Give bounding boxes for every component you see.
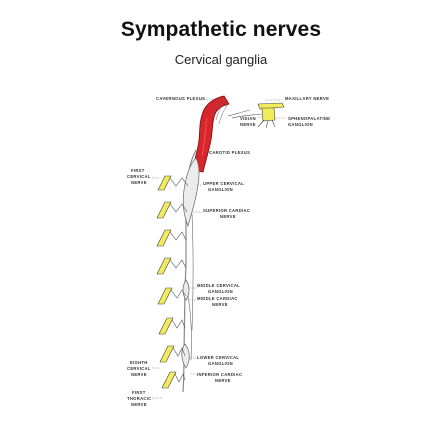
spinal-nerves: [156, 175, 177, 389]
sphenopalatine-ganglion: [261, 107, 276, 122]
label-cavernous-plexus: CAVERNOUS PLEXUS: [156, 96, 205, 101]
label-first-cervical-3: NERVE: [131, 180, 147, 185]
maxillary-nerve: [257, 102, 285, 110]
leader-lines: [152, 98, 286, 399]
cavernous-plexus-fibres: [211, 97, 230, 125]
label-first-thoracic-1: FIRST: [132, 390, 146, 395]
label-inferior-cardiac-1: INFERIOR CARDIAC: [197, 372, 242, 377]
cardiac-nerves: [187, 213, 194, 361]
cervical-nerve-2: [156, 201, 172, 219]
label-sphenopalatine-2: GANGLION: [288, 122, 313, 127]
middle-cervical-ganglion: [182, 279, 190, 301]
label-first-thoracic-2: THORACIC: [127, 396, 152, 401]
label-first-cervical-2: CERVICAL: [127, 174, 151, 179]
cervical-nerve-4: [156, 257, 172, 275]
label-upper-cervical-2: GANGLION: [208, 187, 233, 192]
page-title: Sympathetic nerves: [120, 18, 322, 41]
label-vidian-nerve-2: NERVE: [240, 122, 256, 127]
label-superior-cardiac-1: SUPERIOR CARDIAC: [203, 208, 250, 213]
label-eighth-cervical-1: EIGHTH: [130, 360, 148, 365]
label-first-thoracic-3: NERVE: [131, 402, 147, 407]
cervical-nerve-5: [157, 287, 173, 305]
cervical-nerve-1: [157, 175, 172, 191]
label-middle-cervical-1: MIDDLE CERVICAL: [197, 283, 240, 288]
label-middle-cervical-2: GANGLION: [208, 289, 233, 294]
label-eighth-cervical-2: CERVICAL: [127, 366, 151, 371]
label-vidian-nerve-1: VIDIAN: [240, 116, 256, 121]
superior-cervical-ganglion: [182, 157, 200, 228]
page-subtitle: Cervical ganglia: [174, 52, 268, 67]
carotid-artery-highlight: [201, 117, 208, 157]
cervical-nerve-7: [159, 345, 175, 363]
cervical-nerve-8: [161, 371, 177, 389]
rami-communicantes: [169, 177, 189, 383]
label-first-cervical-1: FIRST: [131, 168, 145, 173]
carotid-artery: [192, 95, 230, 173]
label-sphenopalatine-1: SPHENOPALATINE: [288, 116, 330, 121]
label-inferior-cardiac-2: NERVE: [215, 378, 231, 383]
label-upper-cervical-1: UPPER CERVICAL: [203, 181, 244, 186]
label-middle-cardiac-1: MIDDLE CARDIAC: [197, 296, 238, 301]
label-carotid-plexus: CAROTID PLEXUS: [209, 150, 250, 155]
label-lower-cervical-2: GANGLION: [208, 361, 233, 366]
cervical-nerve-3: [156, 229, 172, 247]
label-superior-cardiac-2: NERVE: [220, 214, 236, 219]
lower-cervical-ganglion: [181, 343, 190, 369]
label-middle-cardiac-2: NERVE: [212, 302, 228, 307]
maxillary-nerve-group: [227, 102, 285, 129]
label-lower-cervical-1: LOWER CERVICAL: [197, 355, 239, 360]
label-maxillary-nerve: MAXILLARY NERVE: [285, 96, 329, 101]
label-eighth-cervical-3: NERVE: [131, 372, 147, 377]
cervical-nerve-6: [158, 317, 174, 335]
